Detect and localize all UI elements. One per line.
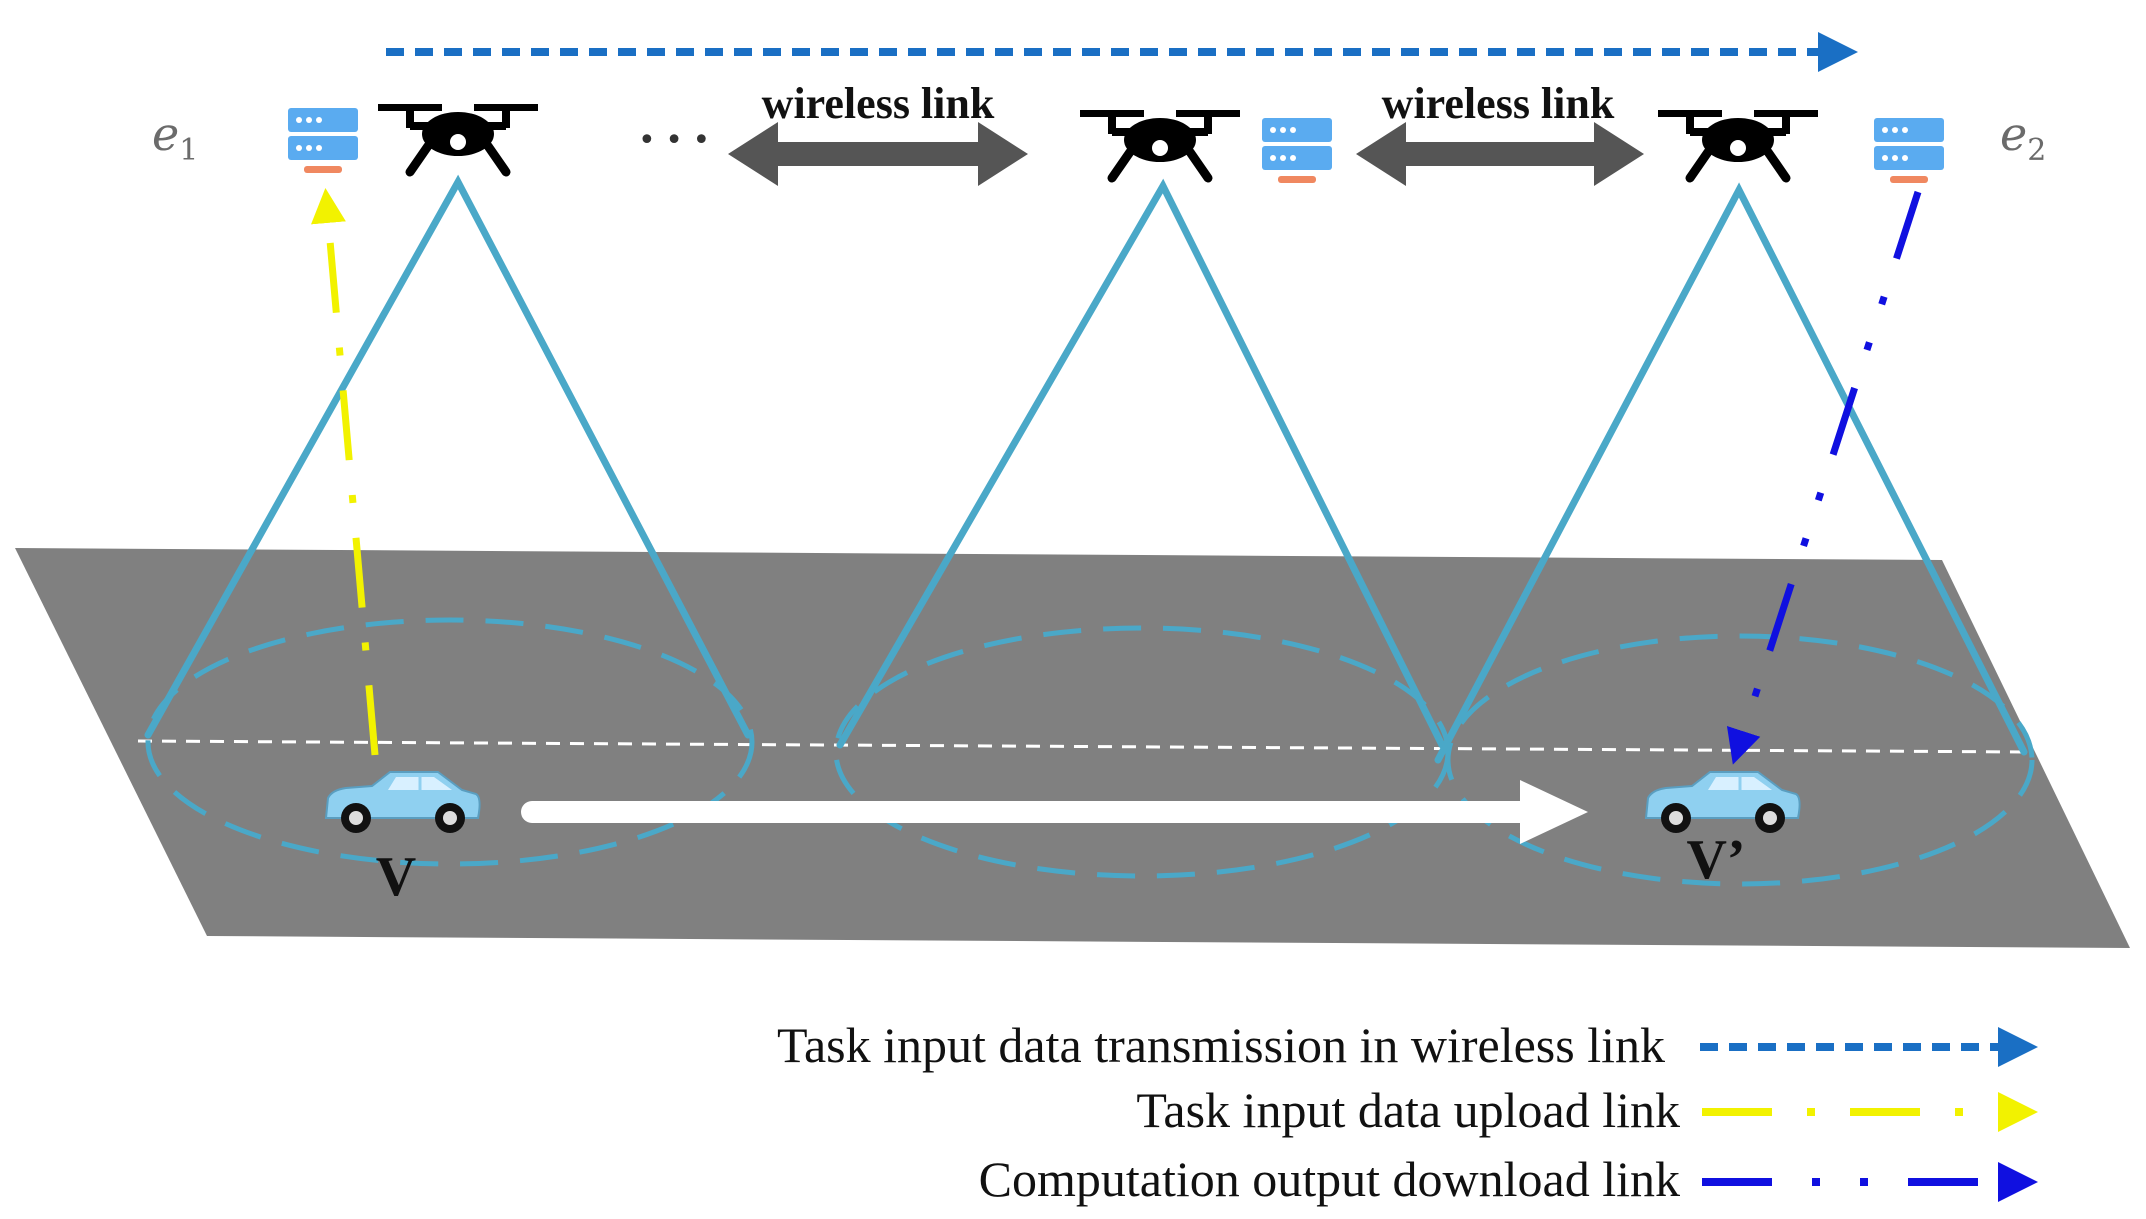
upload-link (311, 188, 379, 756)
edge-node-label-e2: e2 (2000, 107, 2046, 168)
more-drones-ellipsis: • • • (638, 123, 710, 158)
coverage-cones (144, 174, 2028, 764)
legend-label-transmission: Task input data transmission in wireless… (777, 1017, 1665, 1073)
wireless-link-label-2: wireless link (1382, 79, 1615, 128)
vehicle-label-end: V’ (1686, 829, 1745, 891)
server-icon-2 (1262, 118, 1332, 183)
coverage-cone-1 (144, 174, 752, 739)
coverage-cone-2 (836, 178, 1446, 749)
edge-node-label-e1: e1 (152, 107, 198, 168)
coverage-cone-3 (1434, 182, 2028, 764)
coverage-areas (145, 617, 2035, 887)
server-icon-3 (1874, 118, 1944, 183)
lane-divider (137, 739, 2031, 754)
server-icon-1 (288, 108, 358, 173)
coverage-area-1 (145, 617, 755, 867)
legend-label-download: Computation output download link (979, 1151, 1680, 1207)
drone-icon-1 (378, 104, 538, 177)
legend: Task input data transmission in wireless… (777, 1017, 2038, 1207)
legend-label-upload: Task input data upload link (1136, 1082, 1680, 1138)
vehicle-trajectory-arrowhead (1520, 780, 1588, 844)
road (15, 548, 2130, 948)
wireless-link-label-1: wireless link (762, 79, 995, 128)
coverage-area-3 (1445, 633, 2035, 887)
car-icon-start (324, 771, 481, 833)
car-icon-end (1644, 771, 1801, 833)
wireless-link-arrow-1 (728, 122, 1028, 186)
drone-icon-3 (1658, 110, 1818, 183)
wireless-link-arrow-2 (1356, 122, 1644, 186)
vehicle-label-start: V (376, 846, 416, 908)
drone-icon-2 (1080, 110, 1240, 183)
